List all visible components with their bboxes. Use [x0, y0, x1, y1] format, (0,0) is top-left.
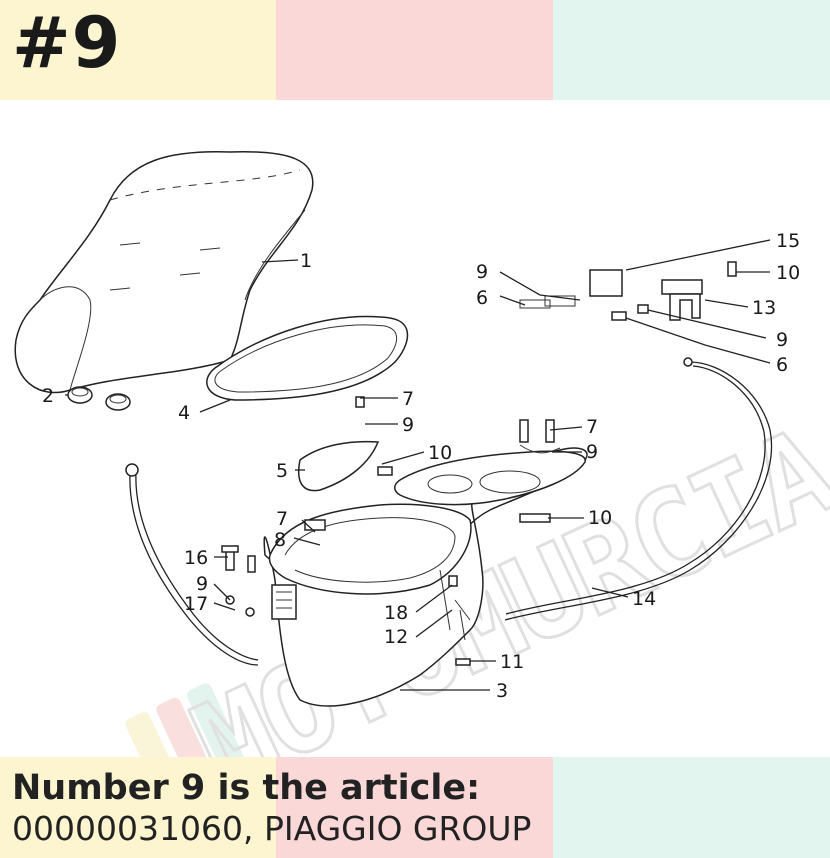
callout-16: 16	[184, 547, 208, 569]
callout-7-left: 7	[276, 508, 288, 530]
callout-9-top: 9	[476, 261, 488, 283]
callout-8: 8	[274, 529, 286, 551]
callout-1: 1	[300, 250, 312, 272]
watermark-stripe-pink	[156, 697, 227, 757]
exploded-parts-diagram: MOTOMURCIA	[14, 151, 830, 757]
band-pink	[276, 0, 553, 100]
watermark-stripe-yellow	[125, 712, 196, 757]
callout-3: 3	[496, 680, 508, 702]
callout-10-right: 10	[588, 507, 612, 529]
callout-2: 2	[42, 385, 54, 407]
band-mint	[553, 0, 830, 100]
callout-13: 13	[752, 297, 776, 319]
callout-6-right: 6	[776, 354, 788, 376]
band-yellow	[0, 757, 276, 858]
header-color-band	[0, 0, 830, 100]
caption-separator: ,	[242, 809, 264, 848]
caption-article-info: 00000031060, PIAGGIO GROUP	[12, 810, 531, 848]
small-hardware	[221, 261, 737, 666]
article-code: 00000031060	[12, 809, 243, 848]
footer-color-band	[0, 757, 830, 858]
callout-12: 12	[384, 626, 408, 648]
part-gasket	[206, 315, 409, 401]
callout-10-top: 10	[776, 262, 800, 284]
part-left-cable	[125, 463, 259, 666]
callout-18: 18	[384, 602, 408, 624]
band-mint	[553, 757, 830, 858]
part-flap	[298, 440, 380, 492]
part-bumpers	[67, 386, 131, 411]
callout-9-left: 9	[196, 573, 208, 595]
callout-9-right-lower: 9	[586, 441, 598, 463]
manufacturer-name: PIAGGIO GROUP	[263, 809, 532, 848]
watermark-stripe-mint	[187, 683, 258, 757]
callout-17: 17	[184, 593, 208, 615]
band-yellow	[0, 0, 276, 100]
callout-9-right: 9	[776, 329, 788, 351]
callout-6-top: 6	[476, 287, 488, 309]
caption-heading: Number 9 is the article:	[12, 768, 481, 808]
callout-4: 4	[178, 402, 190, 424]
callout-labels: 1 2 3 4 5 6 6 7 7 7 8 9 9 9 9 9 10 10 10…	[42, 230, 800, 702]
callout-11: 11	[500, 651, 524, 673]
callout-9-middle: 9	[402, 414, 414, 436]
band-pink	[276, 757, 553, 858]
callout-14: 14	[632, 588, 656, 610]
callout-15: 15	[776, 230, 800, 252]
part-seat	[14, 151, 314, 394]
callout-7-middle: 7	[402, 388, 414, 410]
callout-10-middle: 10	[428, 442, 452, 464]
leader-lines	[65, 239, 771, 691]
part-cable	[504, 357, 773, 621]
page-title: #9	[12, 2, 122, 84]
callout-7-right: 7	[586, 416, 598, 438]
callout-5: 5	[276, 460, 288, 482]
